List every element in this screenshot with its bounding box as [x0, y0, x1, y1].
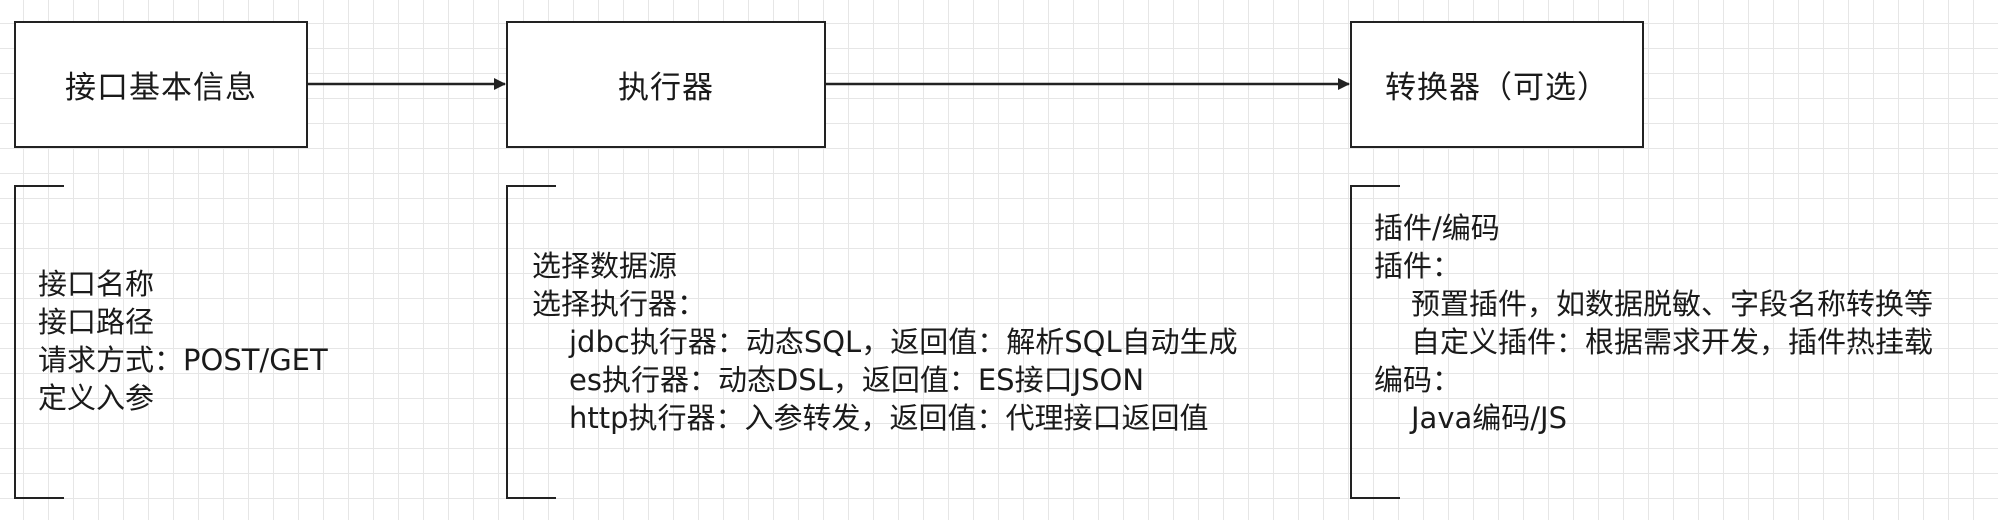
- annotation-converter[interactable]: 插件/编码 插件： 预置插件，如数据脱敏、字段名称转换等 自定义插件：根据需求开…: [1374, 209, 1933, 437]
- node-executor-label: 执行器: [618, 70, 714, 106]
- note-line: 接口名称: [38, 267, 155, 301]
- note-line: 接口路径: [38, 305, 155, 339]
- note-line: 定义入参: [38, 381, 155, 415]
- note-line-plugin-custom: 自定义插件：根据需求开发，插件热挂载: [1411, 325, 1934, 359]
- node-converter-label: 转换器（可选）: [1385, 70, 1609, 106]
- annotation-bracket-executor: [506, 185, 556, 499]
- node-basic-info-label: 接口基本信息: [65, 70, 257, 106]
- note-line: 编码：: [1374, 363, 1462, 397]
- note-line-executor-http: http执行器：入参转发，返回值：代理接口返回值: [569, 401, 1209, 435]
- node-executor[interactable]: 执行器: [506, 21, 826, 148]
- note-line-code-java: Java编码/JS: [1411, 401, 1567, 435]
- note-line-executor-es: es执行器：动态DSL，返回值：ES接口JSON: [569, 363, 1145, 397]
- note-line: 插件：: [1374, 249, 1462, 283]
- note-line: 插件/编码: [1374, 211, 1500, 245]
- annotation-basic-info[interactable]: 接口名称 接口路径 请求方式：POST/GET 定义入参: [38, 265, 328, 417]
- note-line: 选择执行器：: [532, 287, 707, 321]
- node-basic-info[interactable]: 接口基本信息: [14, 21, 308, 148]
- annotation-bracket-converter: [1350, 185, 1400, 499]
- note-line-plugin-preset: 预置插件，如数据脱敏、字段名称转换等: [1411, 287, 1934, 321]
- note-line-executor-jdbc: jdbc执行器：动态SQL，返回值：解析SQL自动生成: [569, 325, 1238, 359]
- node-converter[interactable]: 转换器（可选）: [1350, 21, 1644, 148]
- annotation-executor[interactable]: 选择数据源 选择执行器： jdbc执行器：动态SQL，返回值：解析SQL自动生成…: [532, 247, 1238, 437]
- note-line: 请求方式：POST/GET: [38, 343, 328, 377]
- note-line: 选择数据源: [532, 249, 678, 283]
- annotation-bracket-basic-info: [14, 185, 64, 499]
